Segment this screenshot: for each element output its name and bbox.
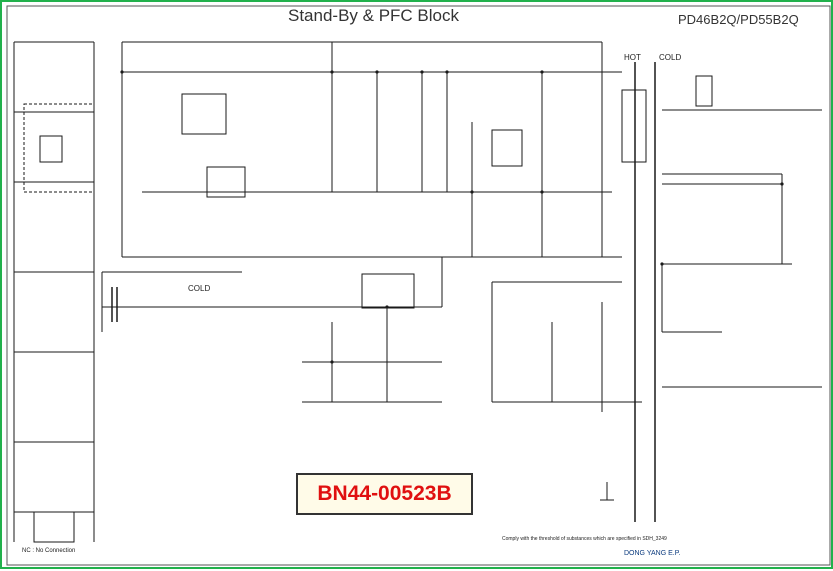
legend-note: NC : No Connection xyxy=(22,548,76,554)
mid-cold-label: COLD xyxy=(188,284,211,293)
part-number-box: BN44-00523B xyxy=(296,473,473,515)
model-label: PD46B2Q/PD55B2Q xyxy=(678,12,799,27)
cold-label: COLD xyxy=(659,53,682,62)
hot-label: HOT xyxy=(624,53,641,62)
part-number: BN44-00523B xyxy=(317,482,452,505)
diagram-title: Stand-By & PFC Block xyxy=(288,6,460,25)
company-logo: DONG YANG E.P. xyxy=(624,550,681,557)
compliance-note: Comply with the threshold of substances … xyxy=(502,536,667,542)
